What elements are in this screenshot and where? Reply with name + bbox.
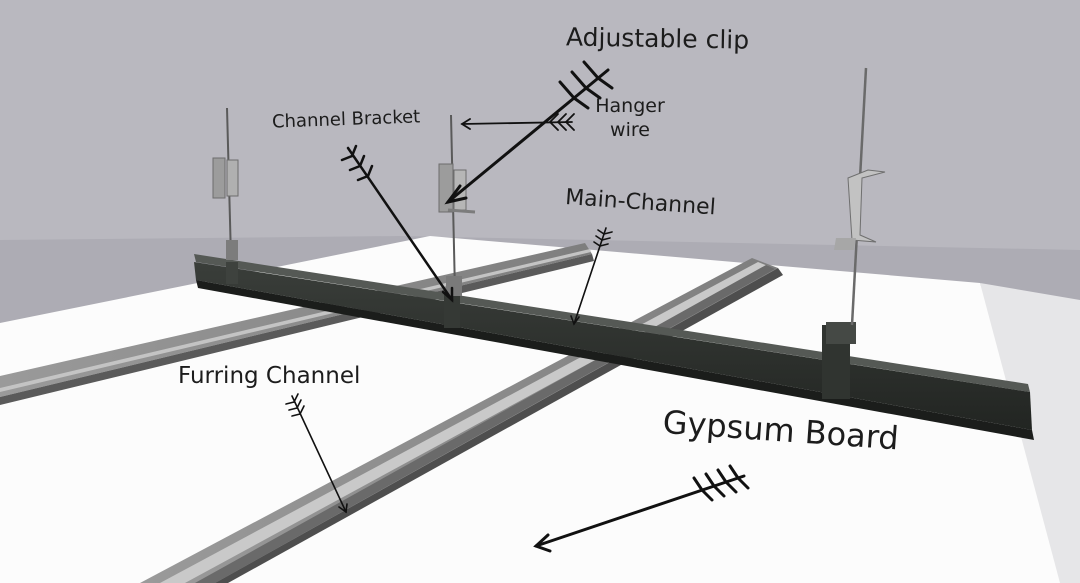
bracket-plate-left — [226, 262, 238, 284]
bracket-plate-mid — [444, 292, 460, 328]
arrow-hanger-wire — [461, 121, 573, 125]
arrow-furring-channel-fletch — [285, 393, 305, 417]
bracket-cap-right — [826, 322, 856, 344]
arrow-main-channel-head — [570, 315, 580, 326]
hanger-assembly-left — [212, 107, 239, 260]
arrow-hanger-wire-head — [460, 118, 471, 130]
arrow-main-channel-fletch — [593, 229, 613, 247]
arrow-adjustable-clip-fletch — [558, 60, 614, 110]
arrow-channel-bracket-head — [441, 286, 454, 303]
annotation-arrows — [285, 60, 750, 553]
label-channel-bracket: Channel Bracket — [271, 106, 421, 133]
arrow-hanger-wire-fletch — [549, 113, 575, 131]
hanger-assembly-right — [834, 67, 886, 326]
arrow-gypsum-board-head — [533, 533, 552, 553]
main-channel — [194, 254, 1034, 440]
arrow-channel-bracket-fletch — [340, 144, 374, 182]
arrow-main-channel — [573, 227, 607, 325]
arrow-gypsum-board — [534, 474, 746, 548]
arrow-furring-channel — [291, 395, 347, 513]
arrow-channel-bracket — [346, 146, 454, 302]
label-adjustable-clip: Adjustable clip — [565, 22, 750, 55]
arrow-furring-channel-head — [338, 503, 348, 514]
hanger-assembly-middle — [438, 114, 476, 296]
label-hanger-wire: Hanger wire — [595, 95, 665, 141]
arrow-adjustable-clip-head — [444, 184, 468, 205]
arrow-gypsum-board-fletch — [692, 464, 750, 502]
arrow-adjustable-clip — [446, 68, 610, 204]
label-furring-channel: Furring Channel — [178, 363, 361, 389]
